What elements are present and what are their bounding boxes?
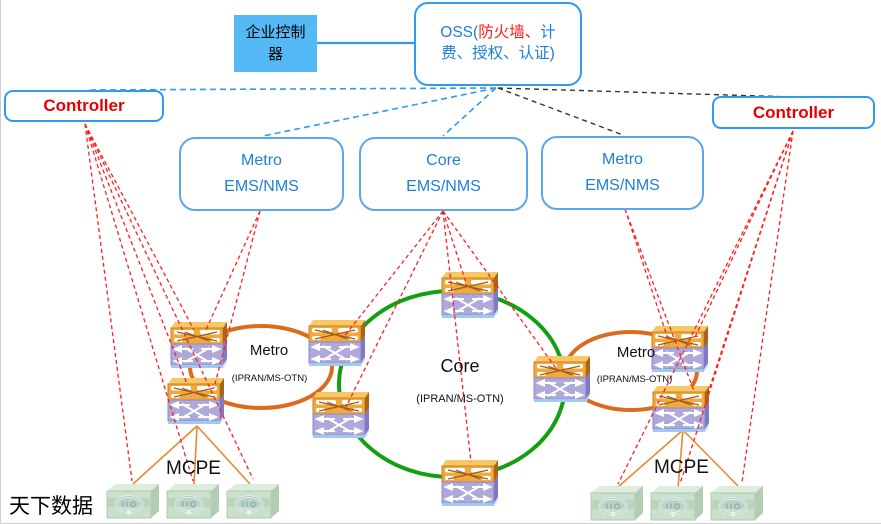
mgmt-link (694, 130, 794, 338)
access-link (132, 425, 198, 485)
controller-right-box: Controller (712, 96, 875, 129)
ems-line2: EMS/NMS (585, 177, 660, 195)
metro-ems-right-box: Metro EMS/NMS (541, 136, 704, 210)
otn-switch-icon (652, 385, 710, 433)
cpe-device-icon (649, 484, 705, 522)
cpe-device-icon (105, 482, 161, 520)
ems-line2: EMS/NMS (406, 178, 481, 196)
mgmt-link (624, 208, 695, 392)
oss-link (88, 87, 497, 91)
mgmt-link (624, 208, 669, 340)
ems-line2: EMS/NMS (224, 178, 299, 196)
metro-ring-left-sublabel: (IPRAN/MS-OTN) (231, 373, 308, 384)
mgmt-link (213, 210, 261, 389)
access-link (196, 425, 251, 485)
cpe-device-icon (589, 484, 645, 522)
mgmt-link (617, 130, 794, 485)
mgmt-link (204, 210, 261, 333)
ems-line1: Core (426, 151, 461, 169)
management-links (84, 123, 794, 485)
cpe-device-icon (165, 482, 221, 520)
otn-switch-icon (312, 391, 370, 439)
oss-blue-links (88, 87, 497, 137)
access-link (617, 429, 684, 488)
core-ring (337, 289, 567, 479)
mgmt-link (345, 210, 444, 408)
metro-ring-left-label: Metro (249, 342, 289, 359)
access-links (132, 425, 739, 489)
mgmt-link (442, 210, 472, 463)
enterprise-controller-label: 企业控制器 (245, 23, 306, 63)
mgmt-link (442, 210, 468, 287)
core-ring-label: Core (440, 356, 480, 376)
oss-black-links (497, 87, 794, 136)
mgmt-link (84, 123, 194, 482)
mgmt-link (84, 123, 188, 385)
metro-ring-right-sublabel: (IPRAN/MS-OTN) (596, 374, 673, 385)
cpe-device-icon (225, 482, 281, 520)
controller-right-label: Controller (752, 102, 835, 122)
oss-link (442, 87, 497, 137)
oss-label: OSS(防火墙、计费、授权、认证) (440, 24, 556, 62)
mgmt-link (679, 130, 794, 485)
mcpe-left-label: MCPE (166, 458, 221, 479)
mgmt-link (84, 123, 254, 480)
otn-switch-icon (441, 459, 499, 507)
controller-left-box: Controller (4, 90, 164, 122)
mgmt-link (442, 210, 559, 372)
otn-switch-icon (167, 377, 225, 425)
mgmt-link (84, 123, 133, 482)
mgmt-link (741, 130, 794, 483)
metro-ems-left-box: Metro EMS/NMS (179, 137, 344, 211)
oss-box: OSS(防火墙、计费、授权、认证) (414, 2, 582, 86)
core-ring-sublabel: (IPRAN/MS-OTN) (416, 393, 504, 405)
ems-line1: Metro (602, 150, 643, 168)
mgmt-link (84, 123, 195, 331)
network-devices (167, 271, 710, 507)
core-ems-box: Core EMS/NMS (359, 137, 528, 211)
oss-link (262, 87, 497, 137)
enterprise-controller-box: 企业控制器 (234, 15, 317, 72)
oss-link (497, 87, 624, 136)
metro-ring-right-label: Metro (616, 344, 656, 361)
otn-switch-icon (170, 321, 228, 369)
watermark-text: 天下数据 (9, 495, 93, 518)
ems-line1: Metro (241, 151, 282, 169)
otn-switch-icon (308, 319, 366, 367)
oss-link (497, 87, 794, 98)
otn-switch-icon (441, 271, 499, 319)
mgmt-link (706, 130, 794, 397)
controller-left-label: Controller (43, 96, 125, 115)
cpe-device-icon (709, 484, 765, 522)
access-link (682, 429, 739, 487)
cpe-devices (105, 482, 765, 522)
access-link (677, 429, 684, 489)
mcpe-right-label: MCPE (654, 457, 709, 478)
mgmt-link (342, 210, 444, 339)
access-link (193, 425, 198, 487)
